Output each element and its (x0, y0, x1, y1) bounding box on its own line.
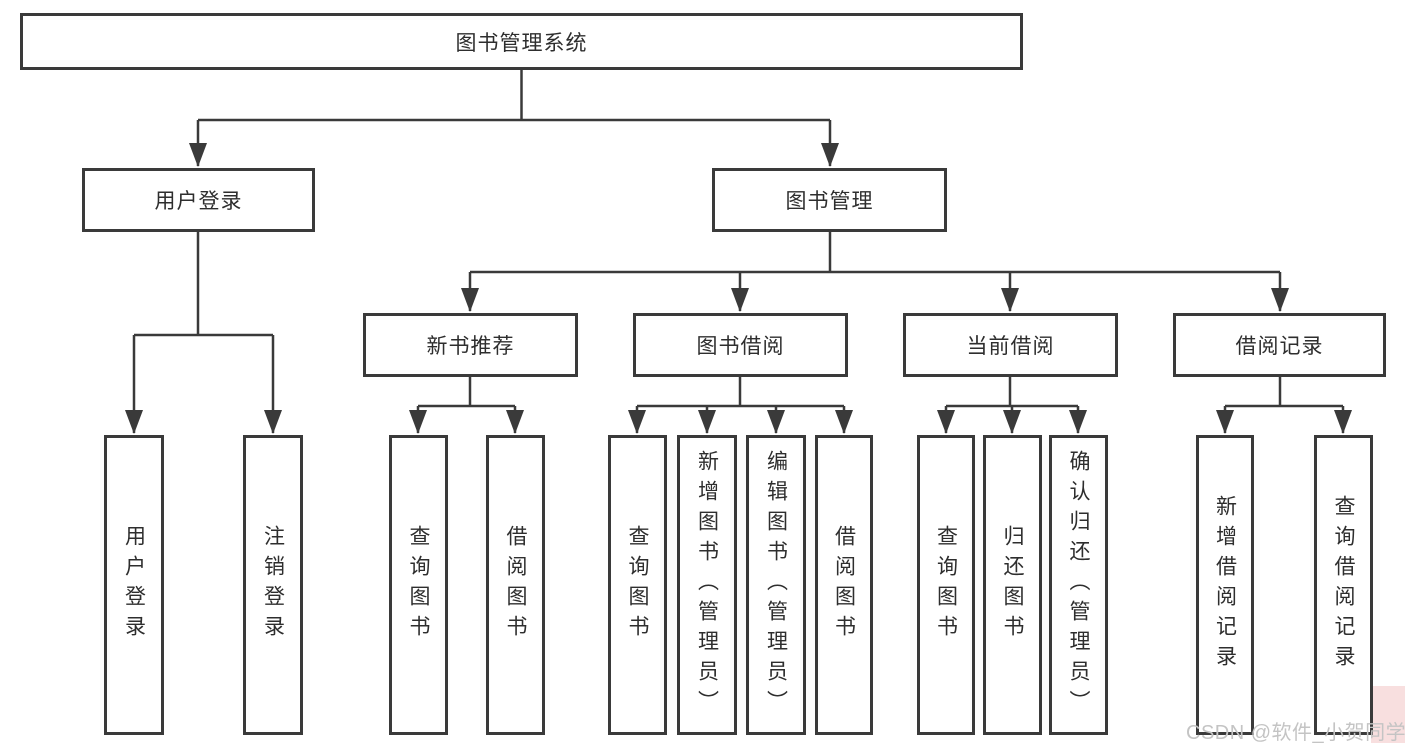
leaf-edit-books-admin: 编辑图书（管理员） (746, 435, 806, 735)
edges-borrowing-records (1216, 377, 1352, 434)
node-current-borrowing: 当前借阅 (903, 313, 1118, 377)
node-user-login: 用户登录 (82, 168, 315, 232)
leaf-return-books: 归还图书 (983, 435, 1042, 735)
node-root: 图书管理系统 (20, 13, 1023, 70)
leaf-query-books-1: 查询图书 (389, 435, 448, 735)
leaf-logout: 注销登录 (243, 435, 303, 735)
leaf-borrow-books-2: 借阅图书 (815, 435, 873, 735)
leaf-user-login: 用户登录 (104, 435, 164, 735)
edges-new-book-recommend (409, 377, 524, 434)
leaf-confirm-return-admin: 确认归还（管理员） (1049, 435, 1108, 735)
node-book-borrowing: 图书借阅 (633, 313, 848, 377)
leaf-query-books-2: 查询图书 (608, 435, 667, 735)
node-book-management: 图书管理 (712, 168, 947, 232)
watermark-highlight (1371, 686, 1405, 743)
edges-current-borrowing (937, 377, 1087, 434)
leaf-query-borrow-record: 查询借阅记录 (1314, 435, 1373, 735)
leaf-add-books-admin: 新增图书（管理员） (677, 435, 737, 735)
edges-user-login (125, 232, 282, 434)
edges-root (189, 70, 839, 167)
leaf-add-borrow-record: 新增借阅记录 (1196, 435, 1254, 735)
watermark-text: CSDN @软件_小贺同学 (1186, 722, 1405, 744)
edges-book-management (461, 232, 1289, 312)
leaf-query-books-3: 查询图书 (917, 435, 975, 735)
node-borrowing-records: 借阅记录 (1173, 313, 1386, 377)
leaf-borrow-books-1: 借阅图书 (486, 435, 545, 735)
node-new-book-recommend: 新书推荐 (363, 313, 578, 377)
edges-book-borrowing (628, 377, 853, 434)
